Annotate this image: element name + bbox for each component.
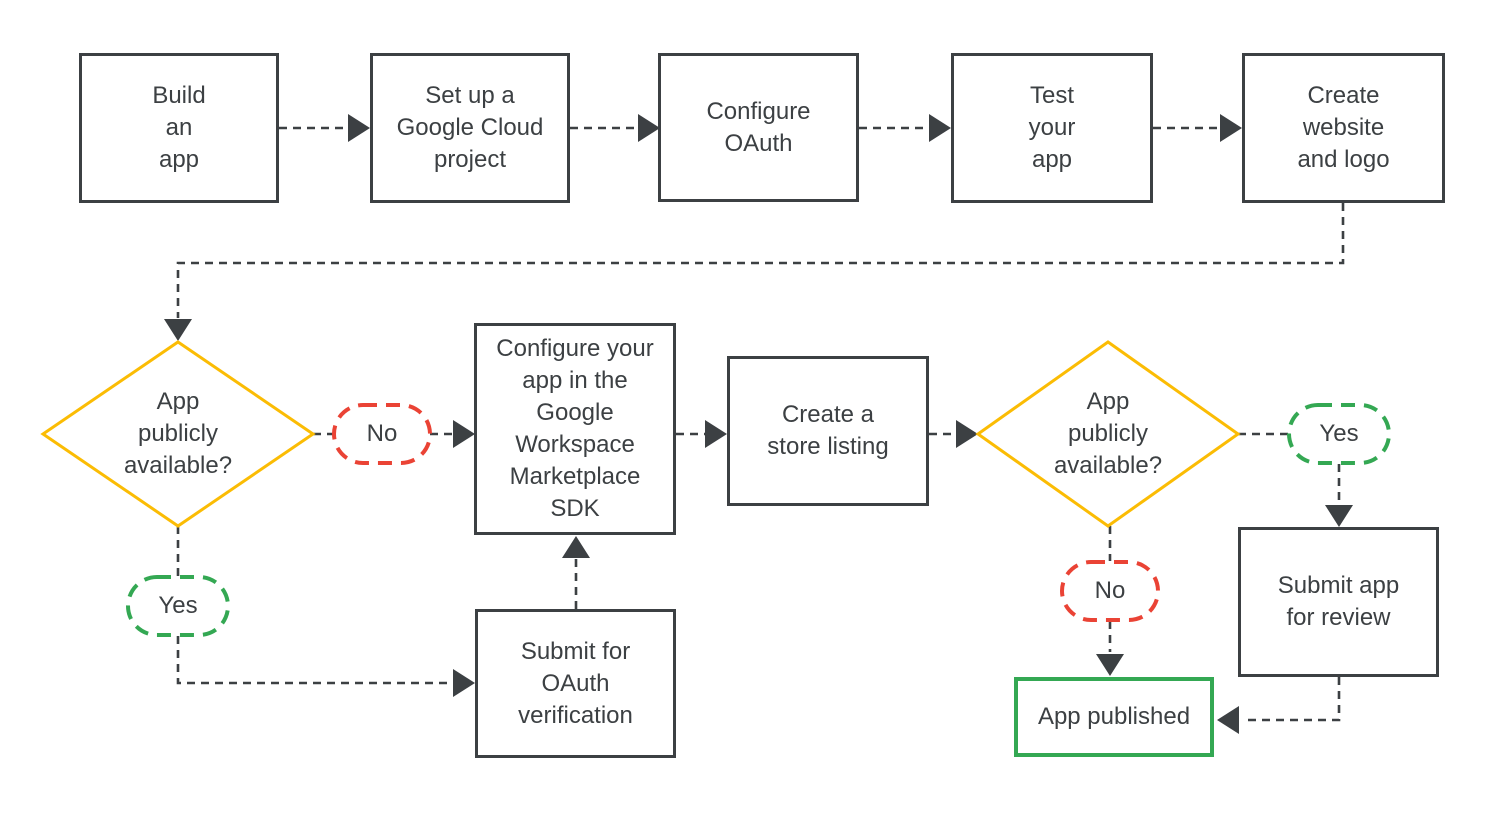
arrowhead-into-store (705, 420, 727, 448)
decision2-yes-label: Yes (1289, 405, 1389, 463)
arrowhead-into-decision2 (956, 420, 978, 448)
decision2-app-publicly-available: App publicly available? (998, 342, 1218, 526)
node-create-store-listing-label: Create a store listing (767, 401, 889, 460)
decision2-no-text: No (1094, 577, 1126, 604)
decision2-yes-stadium (1287, 403, 1391, 465)
edge-yes-label-to-oauth-verification (176, 636, 450, 685)
node-configure-oauth: Configure OAuth (658, 53, 859, 202)
node-configure-app-marketplace-sdk-label: Configure your app in the Google Workspa… (496, 335, 654, 522)
node-app-published-label: App published (1037, 703, 1191, 730)
decision1-diamond (40, 340, 316, 528)
arrowhead-into-review (1325, 505, 1353, 527)
node-submit-for-oauth-verification: Submit for OAuth verification (475, 609, 676, 758)
arrowhead-into-configure-oauth (638, 114, 660, 142)
arrowhead-into-sdk (453, 420, 475, 448)
decision1-no-label: No (334, 405, 430, 463)
node-submit-app-for-review: Submit app for review (1238, 527, 1439, 677)
arrowhead-into-published-right (1217, 706, 1239, 734)
node-create-store-listing: Create a store listing (727, 356, 929, 506)
node-build-an-app: Build an app (79, 53, 279, 203)
arrowhead-into-website (1220, 114, 1242, 142)
decision1-no-text: No (366, 420, 398, 447)
decision1-label: App publicly available? (123, 388, 233, 479)
node-build-an-app-label: Build an app (152, 82, 206, 173)
arrowhead-into-decision1 (164, 319, 192, 341)
decision2-yes-text: Yes (1319, 420, 1359, 447)
node-set-up-google-cloud-project-label: Set up a Google Cloud project (396, 82, 544, 173)
node-configure-app-marketplace-sdk: Configure your app in the Google Workspa… (474, 323, 676, 535)
decision2-no-label: No (1062, 562, 1158, 620)
arrowhead-into-test (929, 114, 951, 142)
decision2-diamond (975, 340, 1241, 528)
edge-website-to-decision1 (176, 203, 1345, 318)
decision1-yes-stadium (126, 575, 230, 637)
arrowhead-into-setup (348, 114, 370, 142)
decision1-app-publicly-available: App publicly available? (68, 342, 288, 526)
node-submit-app-for-review-label: Submit app for review (1277, 572, 1400, 631)
node-configure-oauth-label: Configure OAuth (706, 97, 811, 157)
node-test-your-app-label: Test your app (1028, 82, 1076, 173)
decision1-no-stadium (332, 403, 432, 465)
arrowhead-into-published-top (1096, 654, 1124, 676)
decision1-yes-label: Yes (128, 577, 228, 635)
node-submit-for-oauth-verification-label: Submit for OAuth verification (518, 637, 633, 729)
node-create-website-and-logo-label: Create website and logo (1297, 82, 1390, 173)
decision2-no-stadium (1060, 560, 1160, 622)
edge-review-to-published (1242, 677, 1341, 722)
node-app-published: App published (1014, 677, 1214, 757)
node-set-up-google-cloud-project: Set up a Google Cloud project (370, 53, 570, 203)
arrowhead-into-sdk-bottom (562, 536, 590, 558)
node-create-website-and-logo: Create website and logo (1242, 53, 1445, 203)
node-test-your-app: Test your app (951, 53, 1153, 203)
arrowhead-into-oauth-verification (453, 669, 475, 697)
decision1-yes-text: Yes (158, 592, 198, 619)
decision2-label: App publicly available? (1053, 388, 1163, 479)
